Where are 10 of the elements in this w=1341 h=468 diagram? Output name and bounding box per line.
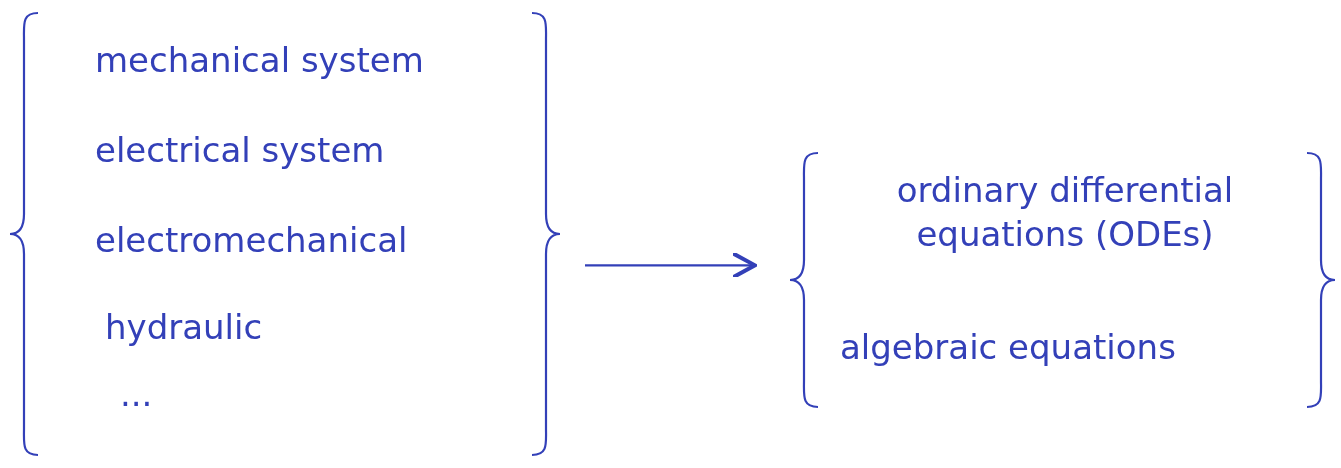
list-item: ...: [120, 373, 154, 416]
list-item: mechanical system: [95, 39, 425, 82]
list-item: algebraic equations: [840, 326, 1177, 369]
list-item: ordinary differential equations (ODEs): [895, 169, 1235, 256]
list-item: hydraulic: [105, 306, 264, 349]
list-item: electrical system: [95, 129, 386, 172]
braced-list: [790, 150, 1335, 410]
arrow: [585, 251, 757, 280]
braced-list: [10, 10, 560, 458]
list-item: electromechanical: [95, 219, 409, 262]
